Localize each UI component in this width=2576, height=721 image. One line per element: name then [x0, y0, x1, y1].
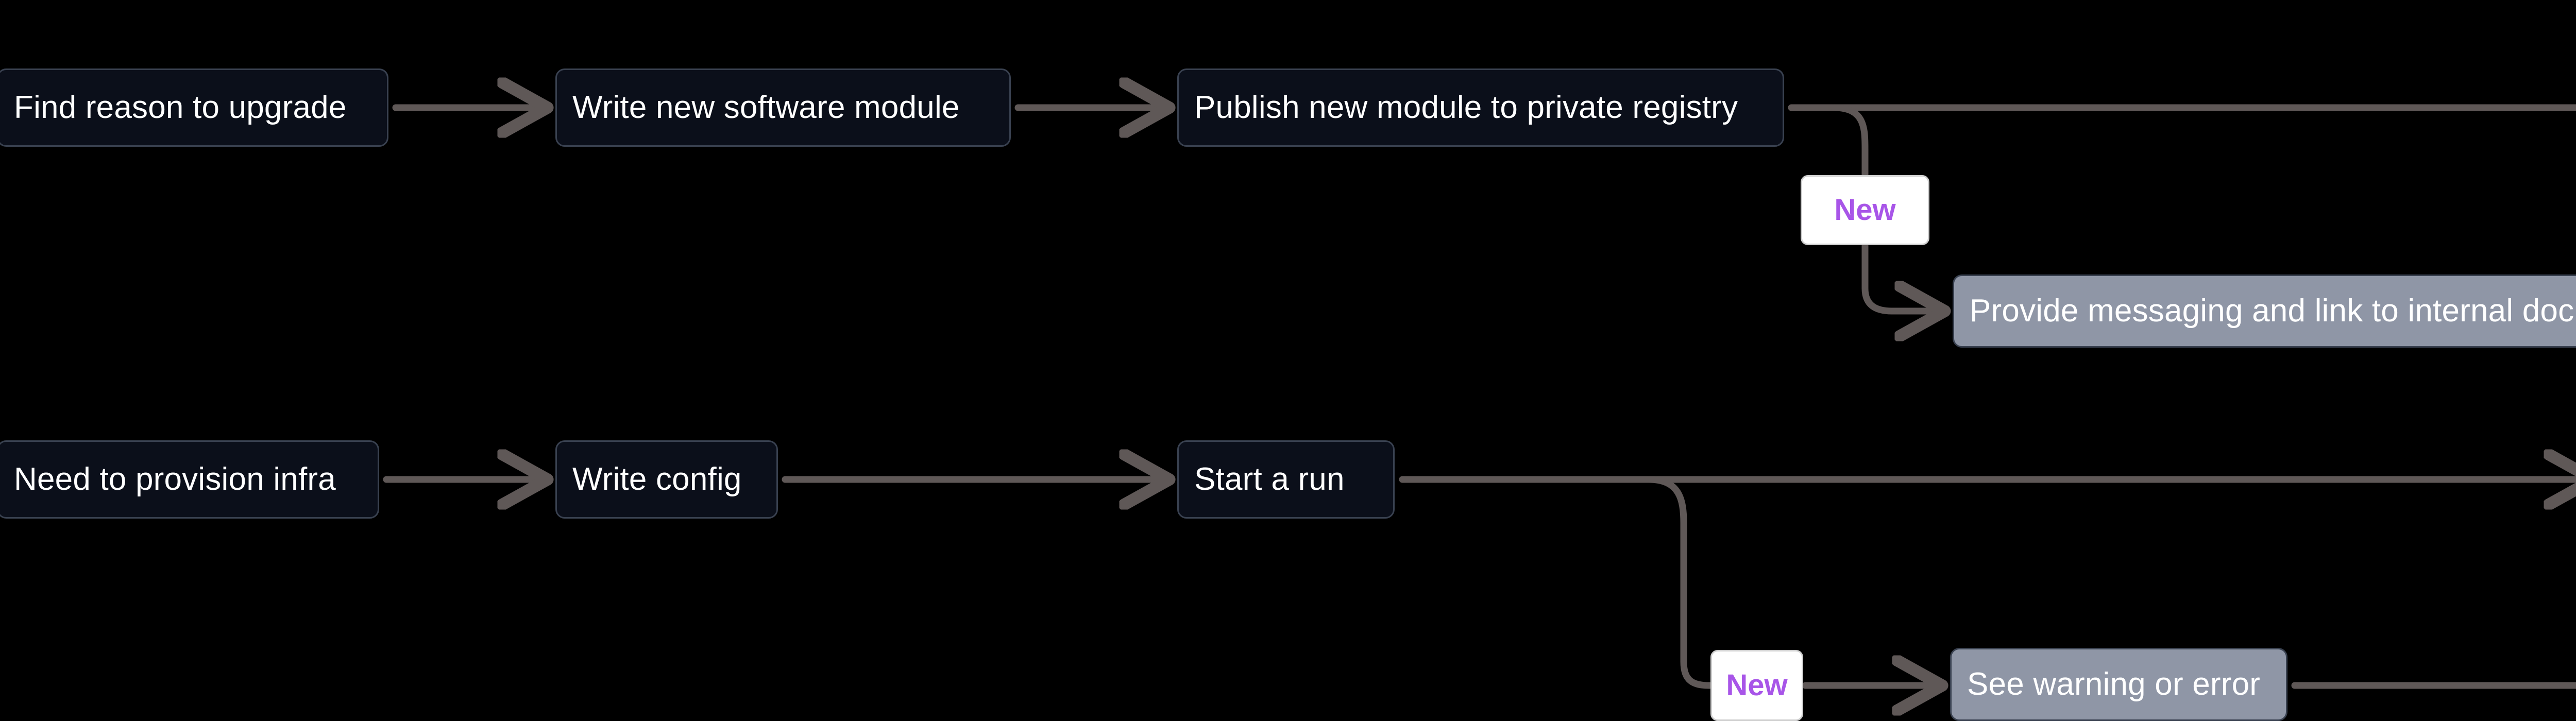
node-label: Start a run [1194, 461, 1345, 497]
edge-publish-to-new-badge [1831, 104, 1869, 179]
node-start-a-run[interactable]: Start a run [1177, 440, 1395, 519]
badge-label: New [1834, 193, 1896, 227]
node-need-to-provision-infra[interactable]: Need to provision infra [0, 440, 379, 519]
node-label: Provide messaging and link to internal d… [1970, 293, 2574, 329]
node-write-new-software-module[interactable]: Write new software module [555, 68, 1011, 147]
badge-new-top[interactable]: New [1801, 175, 1929, 245]
edge-run-to-new-badge [1645, 476, 1713, 689]
node-see-warning-or-error[interactable]: See warning or error [1950, 648, 2287, 721]
badge-new-bottom[interactable]: New [1710, 650, 1803, 721]
node-write-config[interactable]: Write config [555, 440, 778, 519]
node-label: See warning or error [1967, 666, 2261, 702]
badge-label: New [1726, 668, 1788, 702]
node-provide-messaging[interactable]: Provide messaging and link to internal d… [1953, 274, 2576, 348]
edge-new-badge-to-messaging [1861, 242, 1942, 311]
node-publish-new-module[interactable]: Publish new module to private registry [1177, 68, 1784, 147]
node-find-reason-to-upgrade[interactable]: Find reason to upgrade [0, 68, 388, 147]
node-label: Find reason to upgrade [14, 90, 347, 125]
node-label: Write config [572, 461, 742, 497]
node-label: Write new software module [572, 90, 960, 125]
node-label: Publish new module to private registry [1194, 90, 1738, 125]
node-label: Need to provision infra [14, 461, 336, 497]
